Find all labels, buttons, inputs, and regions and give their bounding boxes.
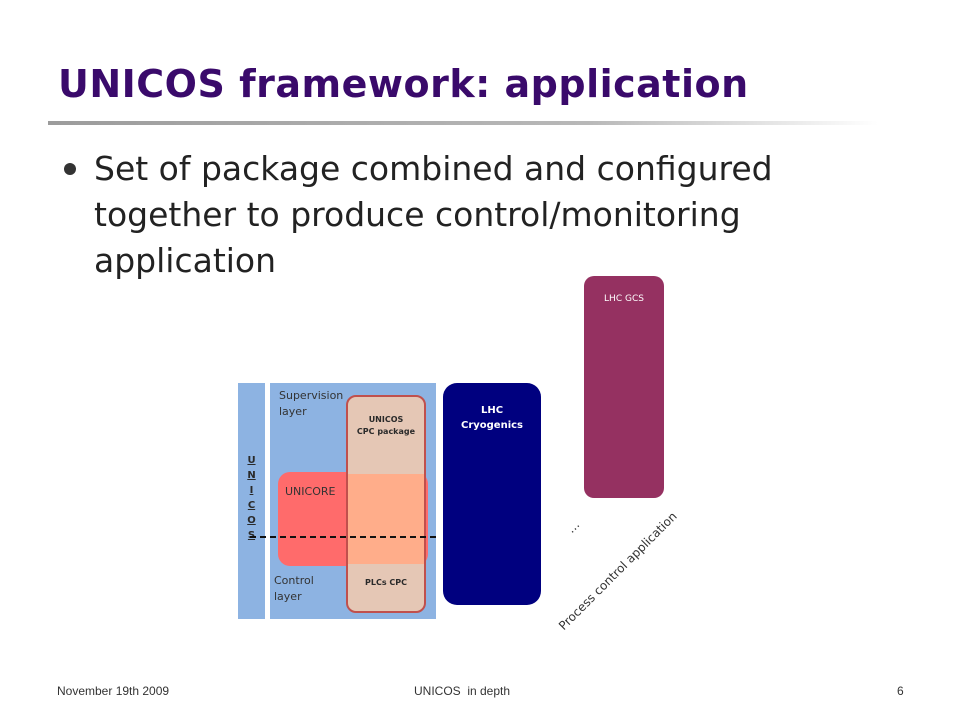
bullet-line-3: application bbox=[94, 241, 277, 280]
lhc-gcs-label: LHC GCS bbox=[604, 294, 644, 304]
slide-title: UNICOS framework: application bbox=[58, 62, 749, 106]
supervision-layer-label: Supervision layer bbox=[279, 389, 344, 418]
plcs-cpc-label: PLCs CPC bbox=[365, 578, 407, 587]
lhc-cryogenics-label: LHC Cryogenics bbox=[460, 405, 524, 431]
cpc-package-label: UNICOS CPC package bbox=[356, 415, 416, 436]
unicos-bar bbox=[238, 383, 265, 619]
unicos-letter: U bbox=[247, 455, 256, 466]
unicos-letter: S bbox=[247, 530, 256, 541]
unicos-letter: I bbox=[249, 485, 254, 496]
cpc-unicore-overlap bbox=[348, 474, 424, 564]
control-layer-label: Control layer bbox=[274, 574, 314, 603]
unicore-label: UNICORE bbox=[285, 485, 336, 498]
more-applications-ellipsis: … bbox=[564, 517, 583, 536]
layer-separator-dashed-line bbox=[250, 536, 436, 538]
bullet-point-icon bbox=[64, 163, 76, 175]
lhc-gcs-block bbox=[584, 276, 664, 498]
unicos-letter: N bbox=[247, 470, 256, 481]
unicos-letter: O bbox=[247, 515, 256, 526]
footer-date: November 19th 2009 bbox=[57, 684, 170, 698]
unicos-letter: C bbox=[247, 500, 256, 511]
bullet-text: Set of package combined and configured t… bbox=[94, 146, 854, 284]
footer-center-title: UNICOS in depth bbox=[414, 684, 511, 698]
footer-page-number: 6 bbox=[897, 684, 904, 698]
unicos-vertical-label: U N I C O S bbox=[238, 453, 265, 543]
bullet-line-1: Set of package combined and configured bbox=[94, 149, 773, 188]
bullet-line-2: together to produce control/monitoring bbox=[94, 195, 741, 234]
title-underline bbox=[48, 121, 878, 125]
lhc-cryogenics-block bbox=[443, 383, 541, 605]
